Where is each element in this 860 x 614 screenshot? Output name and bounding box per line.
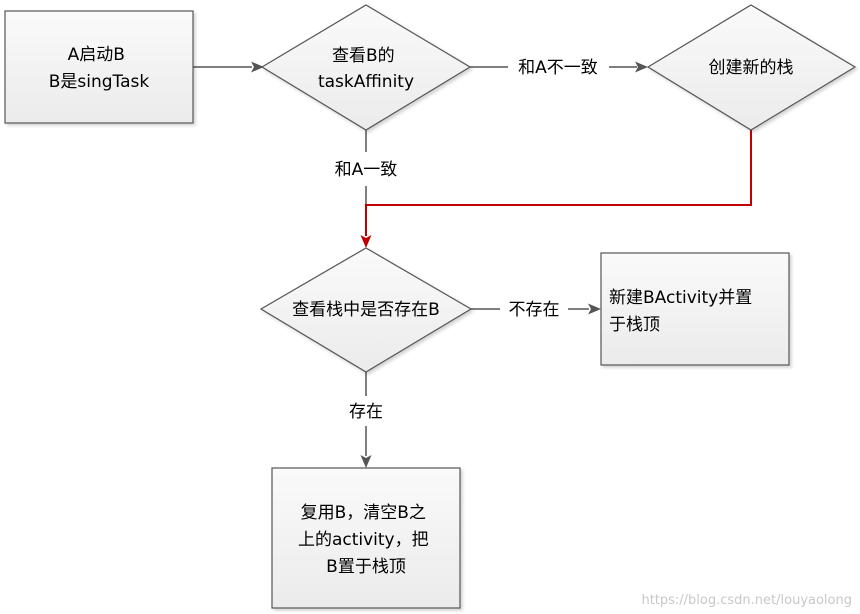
node-new-activity-line-2: 于栈顶 [609,315,660,335]
node-check-affinity: 查看B的 taskAffinity [260,4,472,131]
node-new-activity: 新建BActivity并置 于栈顶 [600,252,790,366]
node-create-stack-line-1: 创建新的栈 [709,58,794,78]
node-start-line-1: A启动B [68,45,125,65]
node-reuse: 复用B，清空B之 上的activity，把 B置于栈顶 [271,467,461,609]
node-reuse-line-2: 上的activity，把 [298,530,429,550]
svg-text:新建BActivity并置 于栈顶: 新建BActivity并置 于栈顶 [609,288,758,335]
edge-new-stack-joins [360,130,752,248]
svg-text:查看栈中是否存在B: 查看栈中是否存在B [292,300,440,320]
edge-label-affinity-same: 和A一致 [335,160,398,180]
arrowhead-icon [635,61,648,73]
edge-affinity-differs: 和A不一致 [470,58,648,78]
arrowhead-icon [360,235,372,248]
arrowhead-icon [588,303,601,315]
node-check-affinity-line-1: 查看B的 [332,46,395,66]
edge-start-to-check-affinity [193,61,264,73]
arrowhead-icon [251,61,264,73]
node-new-activity-line-1: 新建BActivity并置 [609,288,752,308]
svg-text:查看B的 taskAffinity: 查看B的 taskAffinity [318,46,414,92]
edge-label-not-exists: 不存在 [509,300,560,320]
node-start: A启动B B是singTask [4,10,194,124]
node-check-exists-line-1: 查看栈中是否存在B [292,300,440,320]
node-start-line-2: B是singTask [49,72,150,92]
svg-text:A启动B B是singTask: A启动B B是singTask [49,45,150,92]
edge-exists: 存在 [349,372,383,468]
edge-label-exists: 存在 [349,402,383,422]
arrowhead-icon [360,455,372,468]
edge-not-exists: 不存在 [471,300,601,320]
node-check-exists: 查看栈中是否存在B [259,247,473,373]
node-reuse-line-3: B置于栈顶 [326,557,406,577]
node-reuse-line-1: 复用B，清空B之 [301,503,426,523]
watermark-text: https://blog.csdn.net/louyaolong [641,593,852,608]
svg-text:复用B，清空B之 上的activity，把: 复用B，清空B之 上的activity，把 B置于栈顶 [298,503,434,577]
edge-label-affinity-differs: 和A不一致 [518,58,598,78]
node-check-affinity-line-2: taskAffinity [318,72,414,92]
svg-text:创建新的栈: 创建新的栈 [709,58,794,78]
node-create-stack: 创建新的栈 [646,4,857,131]
